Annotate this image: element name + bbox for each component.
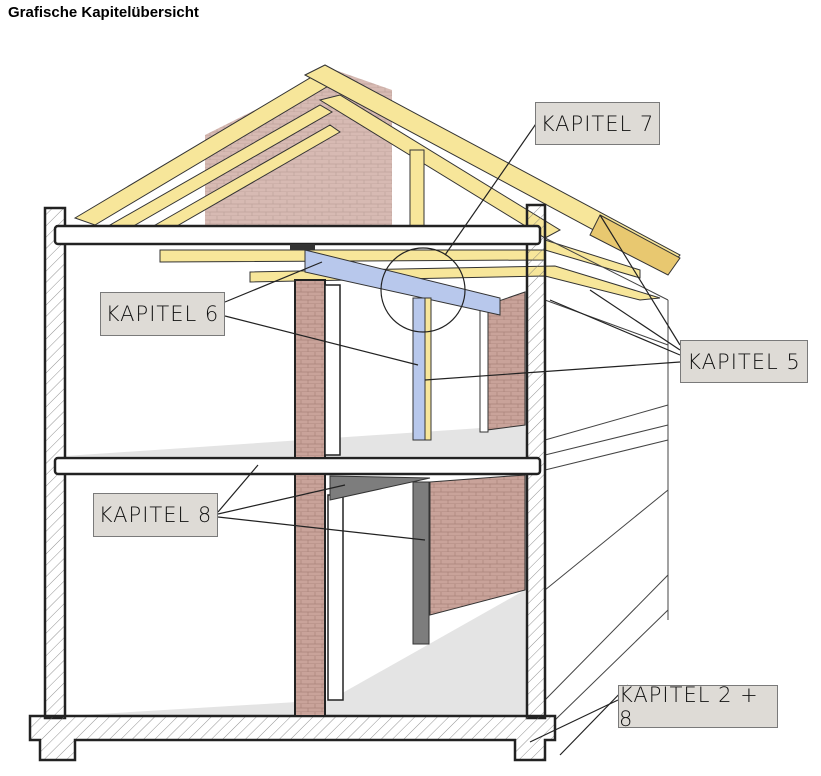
detail-circle — [380, 247, 466, 333]
label-kapitel-8: KAPITEL 8 — [93, 493, 218, 537]
steel-column-lower — [412, 481, 430, 645]
middle-slab — [53, 456, 542, 476]
facade-lines — [544, 237, 669, 721]
label-kapitel-6: KAPITEL 6 — [100, 292, 225, 336]
leader-lines — [217, 117, 681, 756]
label-kapitel-7: KAPITEL 7 — [535, 102, 660, 145]
top-slab — [53, 224, 542, 246]
steel-beam — [304, 249, 501, 316]
roof-rafters — [73, 64, 681, 276]
steel-column-upper — [412, 297, 426, 441]
label-kapitel-2-8: KAPITEL 2 + 8 — [618, 683, 778, 731]
brick-column-lower — [294, 473, 326, 717]
label-kapitel-5: KAPITEL 5 — [680, 340, 808, 383]
brick-wall-lower — [429, 474, 526, 616]
foundation — [28, 714, 557, 762]
page-title: Grafische Kapitelübersicht — [8, 4, 199, 21]
ground-floor — [65, 590, 527, 716]
brick-column-upper — [294, 279, 326, 459]
